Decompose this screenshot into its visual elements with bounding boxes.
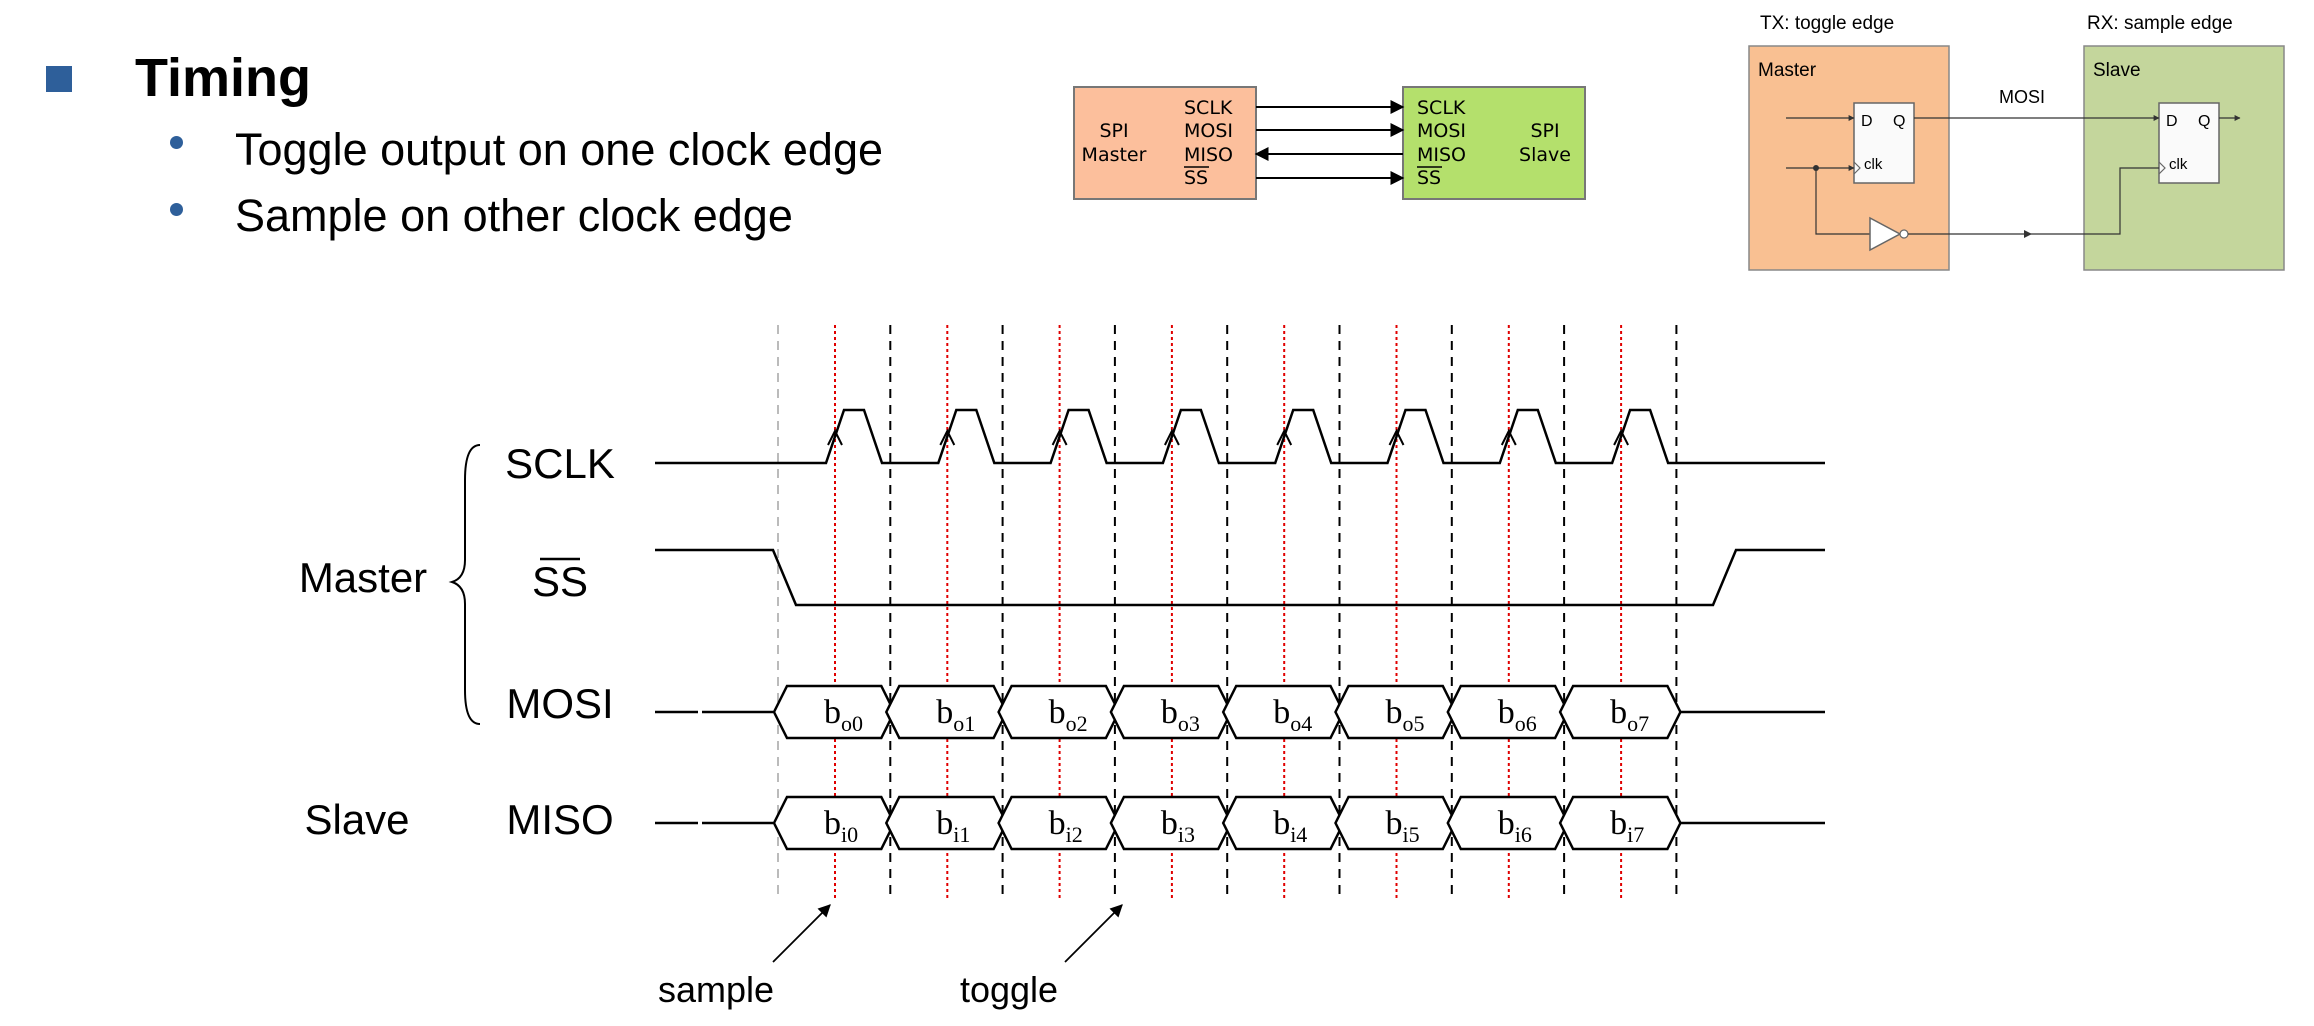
bullet-dot-icon	[170, 136, 183, 149]
sample-pointer-arrow	[772, 904, 831, 963]
signal-label-ss: SS	[532, 558, 588, 605]
rising-edge-arrow-icon	[1051, 428, 1068, 446]
group-label-master: Master	[299, 554, 427, 601]
miso-bit-label: bi5	[1386, 805, 1420, 847]
miso-bit-label: bi4	[1273, 805, 1307, 847]
toggle-pointer-arrow	[1064, 904, 1123, 963]
ff-master-label: Master	[1758, 60, 1817, 81]
master-spi-label: SPI	[1099, 120, 1128, 142]
miso-bit-label: bi7	[1610, 805, 1644, 847]
rx-caption: RX: sample edge	[2087, 13, 2233, 34]
bullet-dot-icon	[170, 203, 183, 216]
mosi-bit-label: bo1	[936, 694, 975, 736]
master-master-label: Master	[1082, 144, 1147, 166]
slave-ff-d: D	[2166, 113, 2178, 130]
miso-bit-label: bi1	[936, 805, 970, 847]
mosi-bit-label: bo2	[1049, 694, 1088, 736]
slide-title: Timing	[135, 48, 312, 108]
mosi-bit-label: bo3	[1161, 694, 1200, 736]
bullet-sample: Sample on other clock edge	[235, 190, 793, 241]
title-bullet-icon	[46, 66, 72, 92]
mosi-bit-cell	[1558, 684, 1682, 740]
inverter-icon	[1869, 216, 1902, 252]
signal-label-miso: MISO	[506, 796, 613, 843]
miso-bit-label: bi0	[824, 805, 858, 847]
rising-edge-arrow-icon	[827, 428, 843, 446]
signal-label-mosi: MOSI	[506, 680, 613, 727]
miso-bit-cell	[1558, 795, 1682, 851]
slave-sig-ss: SS	[1417, 167, 1441, 189]
master-sig-mosi: MOSI	[1184, 120, 1233, 142]
flipflop-diagram: TX: toggle edge RX: sample edge Master S…	[1748, 13, 2285, 271]
sample-annotation: sample	[658, 969, 774, 1010]
miso-bit-label: bi6	[1498, 805, 1532, 847]
slave-flipflop	[2158, 102, 2220, 184]
master-sig-ss: SS	[1184, 167, 1208, 189]
tx-caption: TX: toggle edge	[1760, 13, 1894, 34]
signal-label-sclk: SCLK	[505, 440, 615, 487]
slave-slave-label: Slave	[1519, 144, 1571, 166]
mosi-bit-label: bo6	[1498, 694, 1537, 736]
slave-sig-miso: MISO	[1417, 144, 1466, 166]
master-ff-q: Q	[1893, 113, 1905, 130]
slave-ff-clk: clk	[2169, 156, 2188, 173]
group-label-slave: Slave	[304, 796, 409, 843]
ss-waveform	[655, 548, 1825, 607]
master-flipflop	[1853, 102, 1915, 184]
mosi-bit-label: bo0	[824, 694, 863, 736]
miso-bit-label: bi3	[1161, 805, 1195, 847]
bullet-toggle: Toggle output on one clock edge	[235, 124, 883, 175]
rising-edge-arrow-icon	[1276, 428, 1293, 446]
spi-master-box	[1073, 86, 1257, 200]
rising-edge-arrow-icon	[1613, 428, 1629, 446]
ff-master-box	[1748, 45, 1950, 271]
rising-edge-arrow-icon	[939, 428, 956, 446]
slave-spi-label: SPI	[1530, 120, 1559, 142]
ff-slave-label: Slave	[2093, 60, 2141, 81]
toggle-annotation: toggle	[960, 969, 1058, 1010]
mosi-bit-label: bo4	[1273, 694, 1312, 736]
master-ff-clk: clk	[1864, 156, 1883, 173]
master-sig-sclk: SCLK	[1184, 97, 1233, 119]
rising-edge-arrow-icon	[1164, 428, 1180, 446]
spi-slave-box	[1402, 86, 1586, 200]
slave-ff-q: Q	[2198, 113, 2210, 130]
sclk-waveform	[655, 408, 1825, 465]
mosi-bit-label: bo7	[1610, 694, 1649, 736]
rising-edge-arrow-icon	[1388, 428, 1405, 446]
spi-block-diagram: SPI Master SCLK MOSI MISO SS SCLK MOSI M…	[1073, 86, 1586, 200]
master-brace	[448, 444, 481, 725]
miso-bit-label: bi2	[1049, 805, 1083, 847]
slave-sig-sclk: SCLK	[1417, 97, 1466, 119]
rising-edge-arrow-icon	[1500, 428, 1517, 446]
slave-sig-mosi: MOSI	[1417, 120, 1466, 142]
clock-wire	[1908, 167, 2159, 235]
master-sig-miso: MISO	[1184, 144, 1233, 166]
mosi-wire-label: MOSI	[1999, 87, 2045, 107]
master-ff-d: D	[1861, 113, 1873, 130]
mosi-bit-label: bo5	[1386, 694, 1425, 736]
